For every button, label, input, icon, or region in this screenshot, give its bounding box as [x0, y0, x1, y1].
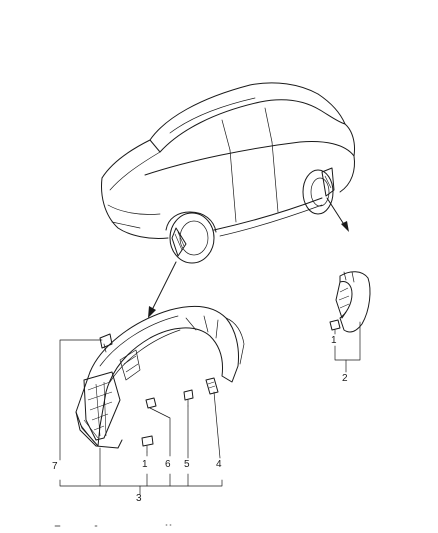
- callout-3: 3: [136, 493, 142, 504]
- callout-leaders-right: [334, 321, 361, 373]
- callout-5: 5: [184, 459, 190, 470]
- bottom-marks: [54, 524, 172, 527]
- arrow-head-right: [341, 221, 349, 232]
- arrow-head-left: [148, 306, 156, 318]
- callout-1-right: 1: [331, 335, 337, 346]
- front-fender-liner: [75, 305, 245, 449]
- nut-6: [145, 397, 157, 409]
- fastener-parts-left: [99, 333, 219, 453]
- callout-2: 2: [342, 373, 348, 384]
- rear-fender-liner: [329, 271, 371, 335]
- car-illustration: [101, 82, 355, 264]
- callout-6: 6: [165, 459, 171, 470]
- callout-7: 7: [52, 461, 58, 472]
- callout-1-left: 1: [142, 459, 148, 470]
- screw-1: [141, 435, 154, 447]
- clip-1-right: [329, 319, 341, 331]
- bracket-4: [205, 377, 219, 395]
- callout-4: 4: [216, 459, 222, 470]
- callout-leaders-left: [59, 339, 223, 495]
- clip-7: [99, 333, 113, 349]
- leader-arrows: [148, 197, 349, 318]
- screw-5: [183, 389, 194, 401]
